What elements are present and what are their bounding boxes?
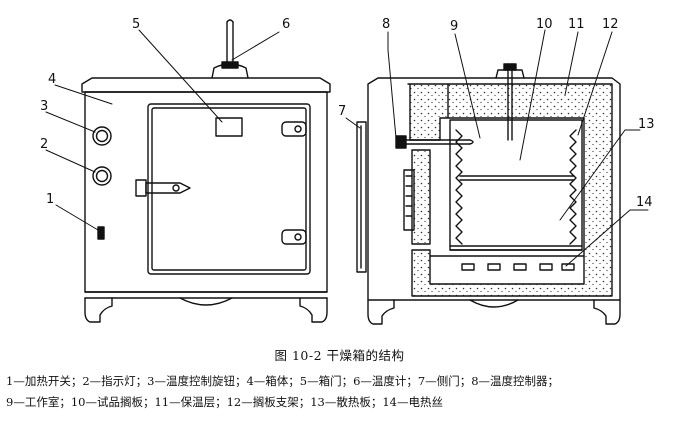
thermometer-section [495,63,525,141]
part-labels: 1 2 3 4 5 6 7 8 9 10 11 12 13 14 [40,17,655,210]
temperature-controller [395,135,474,149]
label-2: 2 [40,137,48,152]
label-14: 14 [636,195,653,210]
right-foot [299,297,328,323]
legend-line-1: 1—加热开关；2—指示灯；3—温度控制旋钮；4—箱体；5—箱门；6—温度计；7—… [6,374,560,388]
legend-line-2: 9—工作室；10—试品搁板；11—保温层；12—搁板支架；13—散热板；14—电… [6,395,443,409]
leader-lines [45,29,649,267]
label-7: 7 [338,104,346,119]
indicator-lamp [92,166,112,186]
label-4: 4 [48,72,56,87]
label-8: 8 [382,17,390,32]
heating-wires [461,263,575,271]
thermometer [211,19,249,79]
shelf-support [455,129,463,245]
label-5: 5 [132,17,140,32]
oven-exterior [81,19,331,323]
label-1: 1 [46,192,54,207]
door [135,103,311,275]
label-12: 12 [602,17,619,32]
cabinet-top [81,77,331,93]
temperature-knob [92,126,112,146]
label-10: 10 [536,17,553,32]
label-6: 6 [282,17,290,32]
heating-switch [97,226,105,240]
side-door [356,121,367,273]
oven-cross-section [356,63,621,325]
drying-oven-diagram: 1 2 3 4 5 6 7 8 9 10 11 12 13 14 [40,17,655,325]
label-11: 11 [568,17,585,32]
label-13: 13 [638,117,655,132]
left-foot [84,297,113,323]
label-9: 9 [450,19,458,34]
door-window [215,117,243,137]
label-3: 3 [40,99,48,114]
figure-caption: 图 10-2 干燥箱的结构 [274,348,405,363]
